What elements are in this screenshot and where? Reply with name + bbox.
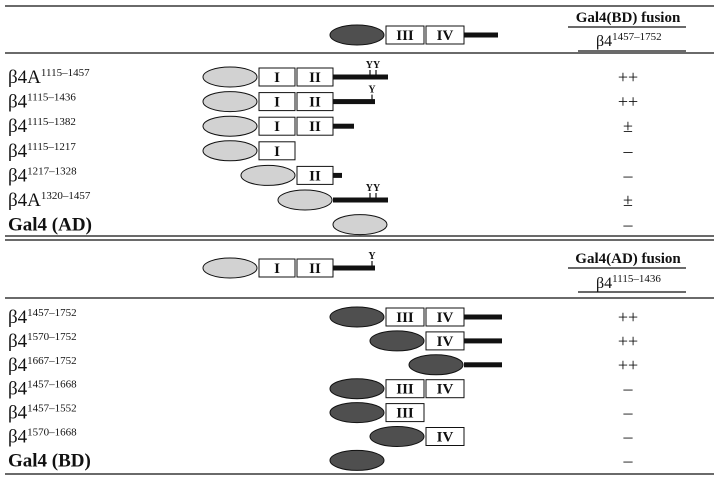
panel-a-row-4-domain-i-box [258,141,296,161]
panel-a-row-1-domain-ii-label: II [309,70,321,86]
panel-b-row-6-oval [369,426,425,447]
panel-b-row-1-tail [464,314,502,320]
panel-a-row-4-domain-i-label: I [274,144,280,160]
panel-a-row-6-oval [277,189,333,211]
panel-a-row-2-tyrosine-label: Y [368,85,376,96]
panel-b-row-1-label: β41457–1752 [8,307,77,328]
panel-b-reference-tyrosine-label: Y [368,251,376,262]
panel-b-row-2-domain-iv-label: IV [437,334,454,350]
panel-b-row-5-score: – [623,403,634,423]
panel-a-row-6-tyrosine-label: YY [366,183,381,194]
panel-b-row-4-label: β41457–1668 [8,379,77,400]
panel-a-row-3-label: β41115–1382 [8,116,76,137]
panel-b-row-1-domain-iv-label: IV [437,310,454,326]
panel-a-row-2-tail [333,99,375,105]
panel-b-bait-label: β41115–1436 [596,273,661,292]
panel-a-row-1-score: ++ [618,67,638,87]
panel-b-row-3-label: β41667–1752 [8,355,77,376]
panel-b-row-4-domain-iii-box [385,379,425,399]
panel-a-reference-tail [464,32,498,38]
panel-a-row-3-domain-ii-label: II [309,119,321,135]
panel-b-row-1-domain-iii-box [385,307,425,327]
panel-a-row-3-domain-i-box [258,116,296,136]
panel-b-reference-oval [202,257,258,279]
panel-a-row-3-score: ± [623,116,633,136]
panel-b-row-6-domain-iv-box [425,427,465,446]
panel-a-row-5-domain-ii-label: II [309,168,321,184]
panel-b-row-1-score: ++ [618,307,638,327]
panel-a-row-2-oval [202,91,258,113]
panel-b-row-4-oval [329,378,385,400]
panel-a-row-5-oval [240,164,296,186]
panel-a-row-1-label: β4A1115–1457 [8,67,90,88]
panel-a-row-1-tail [333,74,388,80]
panel-b-row-5-domain-iii-label: III [396,406,414,422]
panel-a-row-7-label: Gal4 (AD) [8,215,92,236]
panel-a-row-3-domain-i-label: I [274,119,280,135]
panel-b-row-6-label: β41570–1668 [8,427,77,448]
panel-a-row-6-label: β4A1320–1457 [8,190,91,211]
panel-b-row-1-oval [329,306,385,328]
panel-b-fusion-header: Gal4(AD) fusion [575,251,681,267]
panel-a-reference-domain-iii-box [385,25,425,45]
panel-a-row-7-oval [332,214,388,236]
panel-b-row-4-domain-iii-label: III [396,382,414,398]
panel-b-row-5-domain-iii-box [385,403,425,423]
panel-a-row-5-tail [333,172,342,178]
panel-a-row-3-tail [333,123,354,129]
panel-a-row-4-oval [202,140,258,162]
panel-b-row-4-domain-iv-box [425,379,465,399]
panel-a-reference-oval [329,24,385,46]
panel-b-reference-domain-i-label: I [274,261,280,277]
panel-a-row-5-label: β41217–1328 [8,165,77,186]
panel-b-row-2-score: ++ [618,331,638,351]
panel-a-bait-label: β41457–1752 [596,31,662,50]
panel-a-row-3-oval [202,115,258,137]
panel-a-row-6-tail [333,197,388,203]
panel-b-row-3-oval [408,354,464,376]
panel-a-row-2-label: β41115–1436 [8,92,76,113]
panel-a-reference-domain-iii-label: III [396,28,414,44]
panel-b-reference-tail [333,265,375,271]
panel-b-reference-domain-ii-label: II [309,261,321,277]
panel-b-row-2-tail [464,338,502,344]
panel-b-row-7-label: Gal4 (BD) [8,450,91,471]
panel-a-row-2-domain-ii-label: II [309,95,321,111]
panel-a-fusion-header: Gal4(BD) fusion [576,10,681,26]
panel-a-row-1-domain-i-label: I [274,70,280,86]
panel-b-row-7-oval [329,449,385,471]
panel-a-row-4-score: – [623,141,634,161]
panel-a-row-5-score: – [623,165,634,185]
panel-a-row-6-score: ± [623,190,633,210]
panel-b-row-3-tail [464,362,502,368]
panel-b-row-2-oval [369,330,425,352]
panel-b-row-6-domain-iv-label: IV [437,430,454,446]
panel-b-row-5-label: β41457–1552 [8,403,77,424]
panel-b-row-2-label: β41570–1752 [8,331,77,352]
panel-b-row-6-score: – [623,427,634,447]
panel-a-row-7-score: – [623,215,634,235]
panel-b-row-1-domain-iii-label: III [396,310,414,326]
panel-a-row-1-oval [202,66,258,88]
panel-b-row-3-score: ++ [618,355,638,375]
panel-b-reference-domain-i-box [258,258,296,278]
panel-b-row-5-oval [329,402,385,424]
panel-b-row-7-score: – [623,450,634,470]
panel-a-row-2-domain-i-label: I [274,95,280,111]
panel-a-row-2-score: ++ [618,92,638,112]
panel-a-row-4-label: β41115–1217 [8,141,76,162]
panel-b-row-4-domain-iv-label: IV [437,382,454,398]
panel-a-row-2-domain-i-box [258,92,296,112]
panel-a-row-1-domain-i-box [258,67,296,87]
panel-b-row-4-score: – [623,379,634,399]
panel-a-reference-domain-iv-label: IV [437,28,454,44]
panel-a-row-1-tyrosine-label: YY [366,60,381,71]
